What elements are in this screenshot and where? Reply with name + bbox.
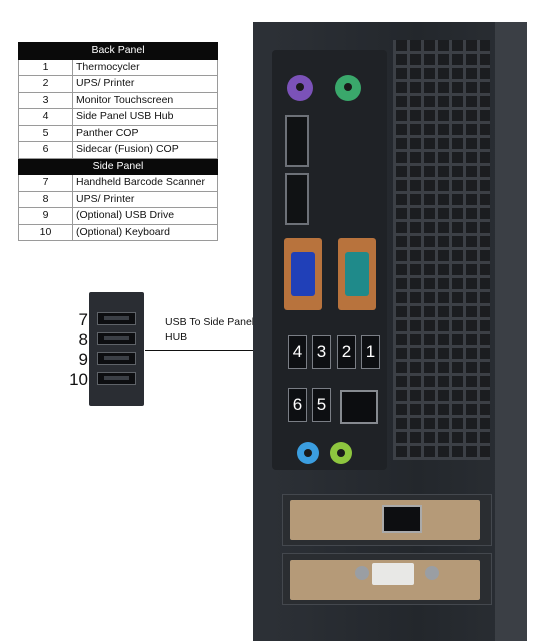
port-assignment: (Optional) Keyboard — [72, 223, 218, 241]
ps2-mouse-port-icon — [287, 75, 313, 101]
back-usb-port-1: 1 — [361, 335, 380, 369]
displayport-icon — [285, 115, 309, 167]
port-assignment: UPS/ Printer — [72, 75, 218, 93]
back-panel-header: Back Panel — [18, 42, 218, 60]
back-usb-port-5: 5 — [312, 388, 331, 422]
usb-port-icon — [97, 372, 136, 385]
ethernet-port-icon — [340, 390, 378, 424]
port-number: 5 — [18, 124, 73, 142]
usb-port-icon — [97, 312, 136, 325]
screw-icon — [355, 566, 369, 580]
usb-hub-callout: USB To Side Panel HUB — [165, 316, 255, 343]
port-assignment: Monitor Touchscreen — [72, 91, 218, 109]
table-row: 2 UPS/ Printer — [18, 75, 218, 93]
table-row: 5 Panther COP — [18, 124, 218, 142]
port-number: 7 — [18, 174, 73, 192]
table-row: 9 (Optional) USB Drive — [18, 207, 218, 225]
port-number: 3 — [18, 91, 73, 109]
port-assignment: UPS/ Printer — [72, 190, 218, 208]
side-panel-header: Side Panel — [18, 157, 218, 175]
ps2-keyboard-port-icon — [335, 75, 361, 101]
port-number: 8 — [18, 190, 73, 208]
table-row: 4 Side Panel USB Hub — [18, 108, 218, 126]
port-assignment: Thermocycler — [72, 58, 218, 76]
table-row: 7 Handheld Barcode Scanner — [18, 174, 218, 192]
audio-in-jack-icon — [297, 442, 319, 464]
back-usb-port-3: 3 — [312, 335, 331, 369]
port-number: 1 — [18, 58, 73, 76]
port-legend-table: Back Panel 1 Thermocycler 2 UPS/ Printer… — [18, 42, 218, 241]
back-panel-header-row: Back Panel — [18, 42, 218, 60]
back-usb-port-6: 6 — [288, 388, 307, 422]
pc-case-edge — [495, 22, 527, 641]
port-assignment: Handheld Barcode Scanner — [72, 174, 218, 192]
table-row: 6 Sidecar (Fusion) COP — [18, 141, 218, 159]
displayport-icon — [285, 173, 309, 225]
port-assignment: Side Panel USB Hub — [72, 108, 218, 126]
callout-leader-line — [145, 350, 277, 351]
vga-port-icon — [284, 238, 322, 310]
port-number: 6 — [18, 141, 73, 159]
usb-port-icon — [97, 352, 136, 365]
serial-port-icon — [338, 238, 376, 310]
back-usb-port-2: 2 — [337, 335, 356, 369]
side-hub-port-numbers: 7 8 9 10 — [62, 310, 88, 390]
table-row: 10 (Optional) Keyboard — [18, 223, 218, 241]
audio-out-jack-icon — [330, 442, 352, 464]
table-row: 8 UPS/ Printer — [18, 190, 218, 208]
table-row: 1 Thermocycler — [18, 58, 218, 76]
port-number: 9 — [18, 207, 73, 225]
port-number: 10 — [18, 223, 73, 241]
hub-port-number-9: 9 — [78, 350, 88, 369]
port-number: 2 — [18, 75, 73, 93]
port-assignment: Panther COP — [72, 124, 218, 142]
usb-port-icon — [97, 332, 136, 345]
port-assignment: Sidecar (Fusion) COP — [72, 141, 218, 159]
port-number: 4 — [18, 108, 73, 126]
port-assignment: (Optional) USB Drive — [72, 207, 218, 225]
side-panel-header-row: Side Panel — [18, 157, 218, 175]
hub-port-number-7: 7 — [78, 310, 88, 329]
network-card-port-icon — [382, 505, 422, 533]
card-connector-icon — [372, 563, 414, 585]
hub-port-number-8: 8 — [78, 330, 88, 349]
screw-icon — [425, 566, 439, 580]
hub-port-number-10: 10 — [69, 370, 88, 389]
vent-grille — [393, 40, 490, 460]
table-row: 3 Monitor Touchscreen — [18, 91, 218, 109]
side-usb-hub — [89, 292, 144, 406]
back-usb-port-4: 4 — [288, 335, 307, 369]
